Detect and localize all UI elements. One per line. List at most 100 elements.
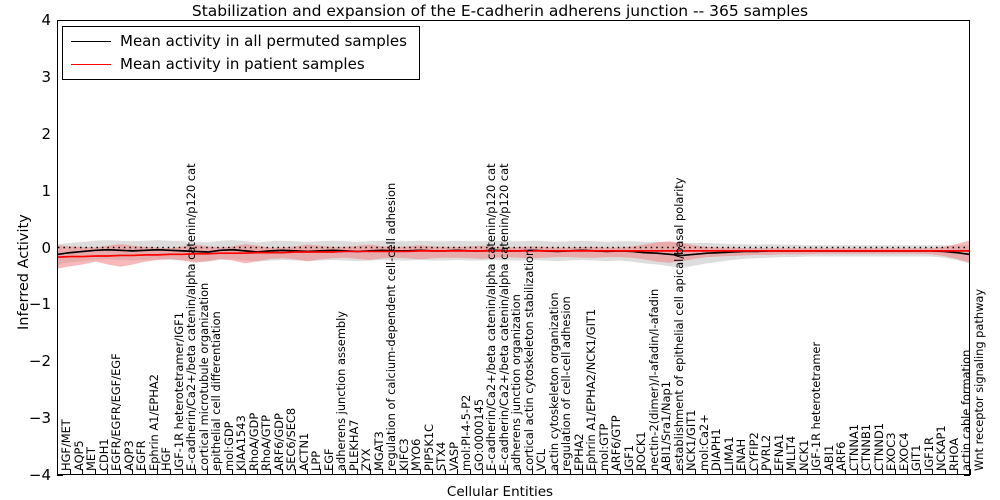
x-tick-mark <box>394 469 396 475</box>
y-tick-label: −1 <box>28 295 51 314</box>
x-tick-label: ZYX <box>359 448 374 471</box>
x-tick-mark <box>882 469 884 475</box>
x-tick-label: regulation of calcium-dependent cell-cel… <box>384 182 399 471</box>
x-tick-mark <box>82 469 83 475</box>
y-tick-label: 3 <box>41 67 51 86</box>
x-tick-mark <box>107 469 109 475</box>
x-tick-mark <box>469 469 471 475</box>
y-tick-label: 1 <box>41 181 51 200</box>
x-tick-mark <box>432 469 434 475</box>
series-line <box>58 250 969 258</box>
x-tick-label: E-cadherin/Ca2+/beta catenin/alpha caten… <box>484 163 499 471</box>
x-tick-mark <box>119 469 121 475</box>
x-tick-mark <box>544 469 546 475</box>
x-tick-mark <box>607 469 609 475</box>
x-tick-mark <box>69 469 71 475</box>
series-plot <box>58 240 969 269</box>
x-tick-mark <box>619 469 621 475</box>
x-tick-label: regulation of cell-cell adhesion <box>559 296 574 471</box>
x-tick-mark <box>244 469 246 475</box>
y-tick-mark <box>57 475 63 476</box>
x-tick-label: HGF/MET <box>59 419 73 471</box>
x-tick-mark <box>582 469 584 475</box>
x-tick-mark <box>869 469 871 475</box>
x-tick-mark <box>757 469 759 475</box>
x-tick-mark <box>744 469 746 475</box>
confidence-band <box>58 240 969 269</box>
x-tick-mark <box>444 469 446 475</box>
x-tick-label: EGFR <box>134 440 149 472</box>
x-tick-mark <box>294 469 296 475</box>
x-tick-mark <box>207 469 209 475</box>
x-tick-label: mol:PI-4-5-P2 <box>459 394 474 471</box>
x-tick-mark <box>894 469 896 475</box>
x-axis-label: Cellular Entities <box>446 484 554 500</box>
x-tick-mark <box>482 469 484 475</box>
x-tick-mark <box>707 469 709 475</box>
x-tick-mark <box>457 469 459 475</box>
x-tick-mark <box>407 469 409 475</box>
x-tick-mark <box>132 469 134 475</box>
x-tick-mark <box>157 469 159 475</box>
x-tick-mark <box>907 469 909 475</box>
x-tick-mark <box>344 469 346 475</box>
x-tick-mark <box>669 469 671 475</box>
x-tick-mark <box>419 469 421 475</box>
x-tick-mark <box>369 469 371 475</box>
y-tick-label: −3 <box>28 409 51 428</box>
x-tick-label: VCL <box>534 448 549 471</box>
x-tick-mark <box>269 469 271 475</box>
x-tick-mark <box>307 469 309 475</box>
x-tick-mark <box>557 469 559 475</box>
x-tick-label: LPP <box>309 450 324 471</box>
x-tick-mark <box>919 469 921 475</box>
x-tick-label: RhoA/GTP <box>259 415 274 471</box>
x-tick-mark <box>819 469 821 475</box>
x-tick-mark <box>957 469 959 475</box>
x-tick-label: E-cadherin/Ca2+/beta catenin/alpha caten… <box>184 163 199 471</box>
x-tick-mark <box>232 469 234 475</box>
x-tick-mark <box>282 469 284 475</box>
y-tick-label: 0 <box>41 238 51 257</box>
x-tick-mark <box>144 469 146 475</box>
x-tick-mark <box>182 469 184 475</box>
x-tick-mark <box>219 469 221 475</box>
x-tick-mark <box>319 469 321 475</box>
x-tick-mark <box>594 469 596 475</box>
x-tick-mark <box>532 469 534 475</box>
legend-item: Mean activity in all permuted samples <box>71 32 407 50</box>
x-tick-mark <box>332 469 334 475</box>
x-tick-mark <box>194 469 196 475</box>
page-title: Stabilization and expansion of the E-cad… <box>191 2 809 20</box>
x-tick-mark <box>682 469 684 475</box>
legend-label: Mean activity in patient samples <box>120 55 365 73</box>
x-tick-mark <box>970 469 971 475</box>
x-tick-mark <box>632 469 634 475</box>
x-tick-mark <box>569 469 571 475</box>
x-tick-label: MET <box>84 447 98 471</box>
legend-line-icon <box>71 63 111 65</box>
x-tick-mark <box>357 469 359 475</box>
x-tick-mark <box>257 469 259 475</box>
y-tick-label: 4 <box>41 11 51 29</box>
x-tick-mark <box>519 469 521 475</box>
x-tick-mark <box>807 469 809 475</box>
legend-label: Mean activity in all permuted samples <box>120 32 407 50</box>
x-tick-label: cortical actin cytoskeleton stabilizatio… <box>521 248 536 471</box>
x-tick-mark <box>507 469 509 475</box>
x-tick-mark <box>857 469 859 475</box>
x-tick-label: epithelial cell differentiation <box>209 311 224 471</box>
x-tick-label: HGF <box>159 447 174 471</box>
x-tick-label: ARF6/GTP <box>609 415 624 471</box>
x-tick-label: KIAA1543 <box>234 415 249 471</box>
x-tick-mark <box>657 469 659 475</box>
y-tick-label: −4 <box>28 466 51 484</box>
x-tick-label: adherens junction assembly <box>334 310 349 471</box>
x-tick-label: ROCK1 <box>634 431 649 471</box>
x-tick-mark <box>932 469 934 475</box>
legend-line-icon <box>71 40 111 42</box>
x-tick-mark <box>57 469 58 475</box>
x-tick-label: adherens junction organization <box>509 294 524 471</box>
